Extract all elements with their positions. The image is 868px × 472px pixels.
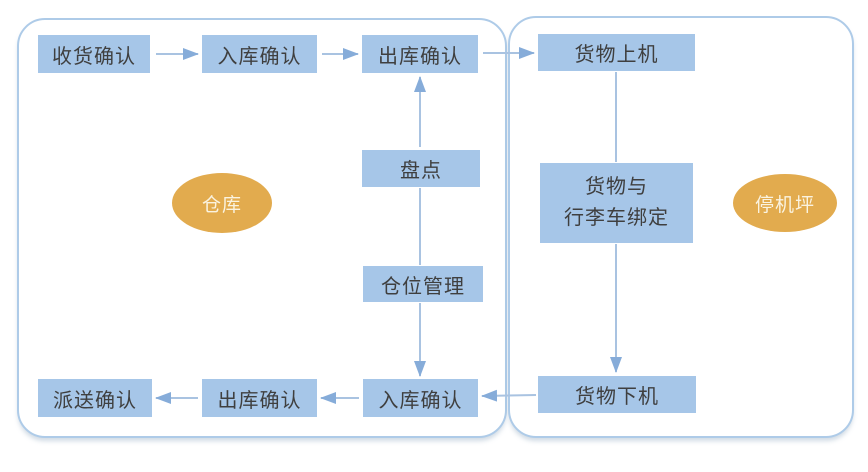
node-cargo-cart-binding-line1: 货物与: [585, 176, 648, 198]
node-outbound-confirm-bottom: 出库确认: [202, 379, 317, 417]
node-cargo-cart-binding: 货物与 行李车绑定: [540, 163, 693, 243]
apron-badge: 停机坪: [733, 174, 837, 232]
node-receive-confirm: 收货确认: [38, 35, 150, 73]
node-stocktake: 盘点: [362, 150, 480, 187]
warehouse-badge: 仓库: [172, 173, 272, 233]
node-delivery-confirm: 派送确认: [38, 379, 152, 417]
node-inbound-confirm-top: 入库确认: [202, 35, 317, 73]
node-outbound-confirm-top: 出库确认: [362, 35, 478, 73]
edge-cargo_offload-to-inbound_confirm_bottom: [481, 389, 537, 402]
node-cargo-cart-binding-line2: 行李车绑定: [564, 207, 669, 229]
node-cargo-onboard: 货物上机: [538, 34, 695, 71]
node-inbound-confirm-bottom: 入库确认: [363, 379, 478, 417]
node-cargo-offload: 货物下机: [538, 376, 696, 413]
node-bin-management: 仓位管理: [363, 266, 483, 302]
